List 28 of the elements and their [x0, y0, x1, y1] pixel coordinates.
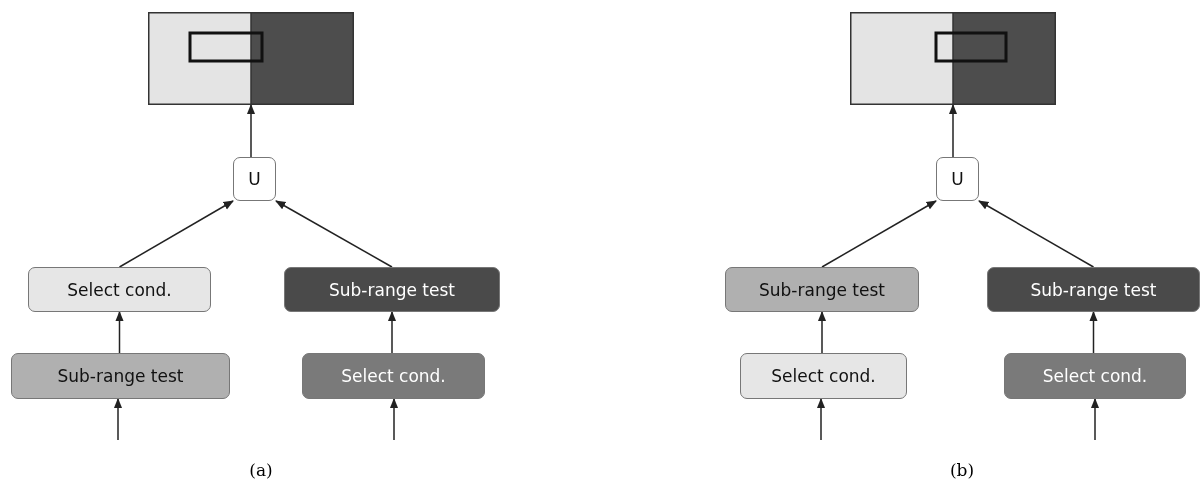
arrow [275, 200, 393, 268]
arrow [115, 310, 124, 354]
shaded-box [850, 12, 1056, 105]
panel-label: (a) [249, 460, 273, 480]
process-box: Select cond. [302, 353, 485, 399]
union-box: U [233, 157, 276, 201]
arrow [1089, 310, 1098, 354]
arrow [1090, 397, 1100, 441]
process-box: Select cond. [28, 267, 211, 312]
process-box: Sub-range test [987, 267, 1200, 312]
arrow [978, 200, 1095, 268]
arrow [113, 397, 123, 441]
arrow [246, 103, 256, 158]
union-box: U [936, 157, 979, 201]
process-box: Sub-range test [725, 267, 919, 312]
arrow [387, 310, 397, 354]
process-box: Sub-range test [11, 353, 230, 399]
arrow [389, 397, 399, 441]
process-box: Select cond. [1004, 353, 1186, 399]
process-box: Sub-range test [284, 267, 500, 312]
arrow [948, 103, 958, 158]
panel-label: (b) [949, 460, 975, 480]
arrow [821, 200, 937, 268]
shaded-box [148, 12, 354, 105]
arrow [817, 310, 827, 354]
arrow [816, 397, 826, 441]
process-box: Select cond. [740, 353, 907, 399]
arrow [118, 200, 234, 268]
